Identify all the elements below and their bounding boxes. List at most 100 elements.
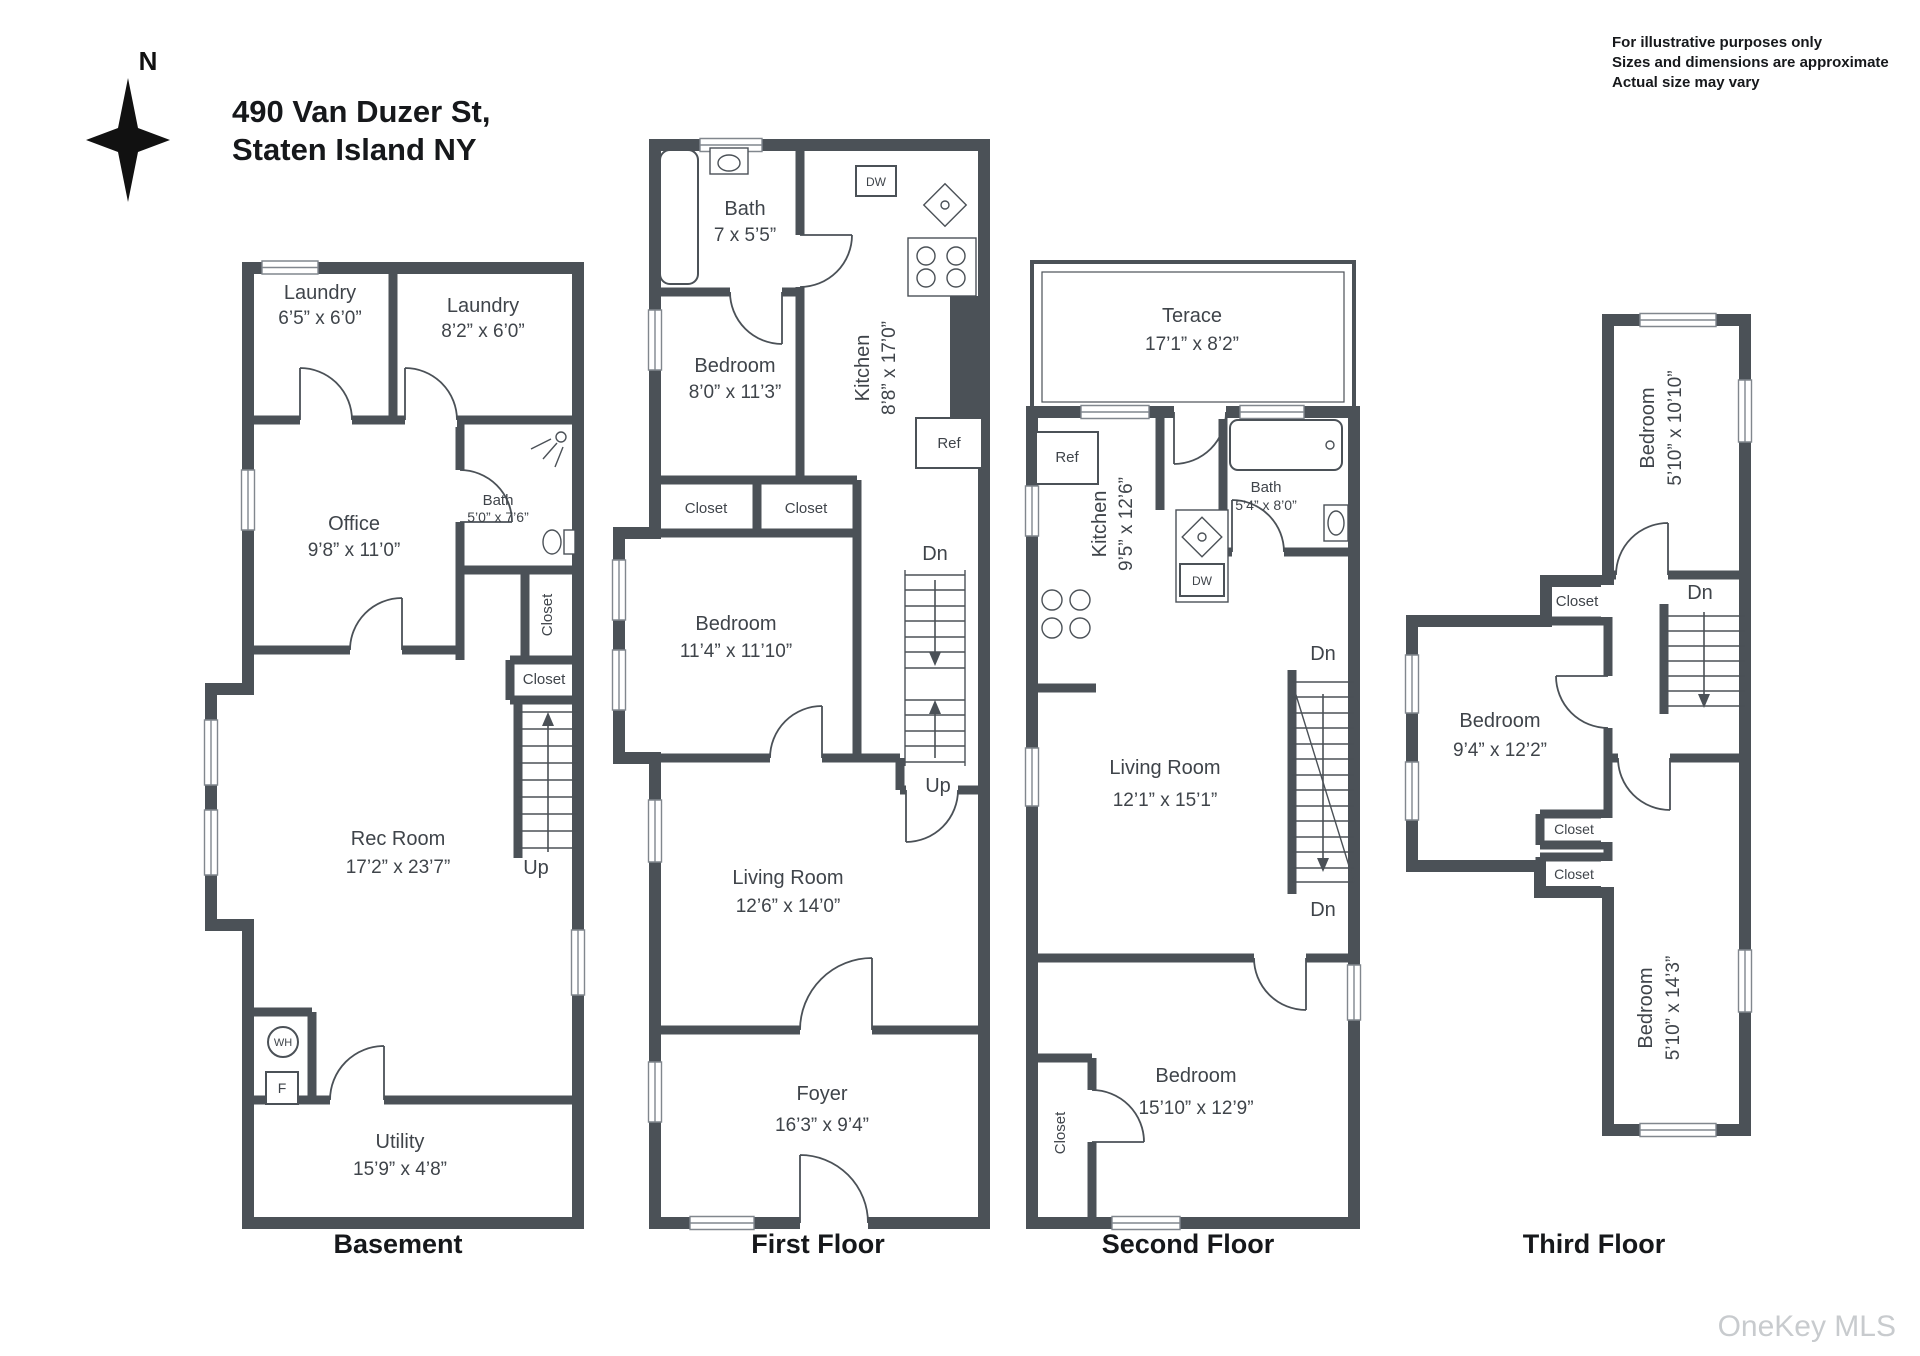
basement-stairs-up-label: Up [523, 857, 549, 879]
bathtub-icon-second [1229, 419, 1343, 471]
basement-outer-walls [205, 262, 584, 1229]
room-dims-foyer: 16’3” x 9’4” [775, 1115, 869, 1136]
shower-spray-icon [530, 438, 564, 468]
first-door-arcs [729, 234, 959, 1224]
basement-title: Basement [333, 1229, 462, 1259]
fridge-box-second [1035, 431, 1099, 485]
room-label-basement-closet-side: Closet [539, 593, 556, 636]
stove-burner-icon [1069, 617, 1091, 639]
kitchen-label-group: Kitchen 8’8” x 17’0” [852, 321, 900, 415]
third-window-frames [1404, 312, 1753, 1138]
room-dims-laundry1: 6’5” x 6’0” [278, 308, 361, 329]
water-heater-icon [267, 1026, 299, 1058]
third-stairs-dn-label: Dn [1687, 582, 1713, 604]
room-label-first-bath: Bath [724, 198, 765, 220]
stove-burner-icon [946, 268, 966, 288]
room-label-second-bath: Bath [1251, 479, 1282, 496]
fridge-label: Ref [937, 435, 961, 452]
first-floor-title: First Floor [751, 1229, 885, 1259]
shower-head-icon [555, 431, 567, 443]
floor-third: Bedroom 5’10” x 10’10” Closet Dn Bedroom… [1404, 312, 1753, 1259]
room-label-basement-closet-small: Closet [523, 671, 566, 688]
room-dims-first-bedroom2: 11’4” x 11’10” [680, 641, 792, 662]
disclaimer-line-3: Actual size may vary [1612, 74, 1760, 91]
second-stairs-dn-lower-label: Dn [1310, 899, 1336, 921]
second-kitchen-label-group: Kitchen 9’5” x 12’6” [1089, 477, 1137, 571]
compass-star-icon [86, 78, 170, 202]
stove-icon [907, 237, 977, 297]
room-label-second-living: Living Room [1109, 757, 1220, 779]
first-stair-up-arrowhead [929, 700, 941, 714]
stove-burner-icon [1041, 617, 1063, 639]
floor-basement: WH F Laundry 6’5” x 6’0” Laundry 8’2” x … [203, 260, 586, 1259]
stove-burner-icon [946, 246, 966, 266]
floor-second: Ref DW Terace 17’1” x 8’2” Kitchen 9’5” … [1024, 260, 1362, 1259]
stove-burner-icon [916, 268, 936, 288]
toilet-bowl-icon [542, 529, 562, 555]
stove-burner-icon [1041, 589, 1063, 611]
room-label-first-closet2: Closet [785, 500, 828, 517]
room-label-third-bedroom1: Bedroom [1637, 387, 1659, 468]
room-dims-basement-bath: 5’0” x 7’6” [467, 509, 529, 525]
first-window-frames [611, 137, 763, 1231]
room-dims-terrace: 17’1” x 8’2” [1145, 334, 1239, 355]
third-window-lines [1411, 319, 1746, 1131]
room-label-third-bedroom3: Bedroom [1635, 967, 1657, 1048]
room-dims-rec-room: 17’2” x 23’7” [346, 857, 451, 878]
disclaimer-line-1: For illustrative purposes only [1612, 34, 1823, 51]
third-door-gaps [1601, 568, 1670, 887]
floor-first: DW Ref Bath 7 x 5’5” Bedroom 8’0” x 11’3… [611, 137, 990, 1259]
address-line-1: 490 Van Duzer St, [232, 94, 490, 129]
room-label-first-kitchen: Kitchen [852, 335, 874, 402]
room-label-third-closet3: Closet [1554, 866, 1594, 882]
room-label-first-living: Living Room [732, 867, 843, 889]
room-dims-second-kitchen: 9’5” x 12’6” [1116, 477, 1137, 571]
room-label-basement-bath: Bath [483, 492, 514, 509]
fridge-label-second: Ref [1055, 449, 1079, 466]
stove-burner-icon [916, 246, 936, 266]
terrace-outline [1030, 260, 1356, 414]
room-label-first-bedroom1: Bedroom [694, 355, 775, 377]
room-dims-third-bedroom2: 9’4” x 12’2” [1453, 740, 1547, 761]
kitchen-sink-drain-icon [940, 200, 950, 210]
basement-door-arcs [299, 367, 513, 1101]
room-dims-third-bedroom3: 5’10” x 14’3” [1663, 956, 1684, 1061]
room-label-foyer: Foyer [796, 1083, 847, 1105]
room-label-third-closet1: Closet [1556, 593, 1599, 610]
room-label-second-bedroom: Bedroom [1155, 1065, 1236, 1087]
second-stairs-dn-upper-label: Dn [1310, 643, 1336, 665]
first-stair-down-arrowhead [929, 652, 941, 666]
third-interior-walls [1535, 570, 1745, 892]
room-dims-second-bath: 5’4” x 8’0” [1235, 497, 1297, 513]
dishwasher-label: DW [866, 175, 887, 189]
disclaimer: For illustrative purposes only Sizes and… [1612, 34, 1889, 91]
room-label-utility: Utility [376, 1131, 425, 1153]
third-floor-title: Third Floor [1523, 1229, 1666, 1259]
bath-sink-basin-icon-second [1327, 510, 1345, 536]
furnace-label: F [278, 1080, 287, 1096]
furnace-icon [265, 1071, 299, 1105]
kitchen-counter [950, 296, 984, 418]
room-label-office: Office [328, 513, 380, 535]
bath-sink-basin-icon [717, 154, 741, 172]
room-dims-third-bedroom1: 5’10” x 10’10” [1665, 370, 1686, 485]
basement-window-lines [210, 266, 579, 995]
kitchen-sink-drain-icon-second [1197, 532, 1207, 542]
dishwasher-box-second [1179, 563, 1225, 597]
third-stair-arrowhead [1698, 694, 1710, 708]
third-door-arcs [1555, 522, 1671, 811]
fridge-box [915, 417, 983, 469]
watermark: OneKey MLS [1718, 1310, 1896, 1343]
room-dims-office: 9’8” x 11’0” [308, 540, 401, 561]
room-label-second-closet: Closet [1052, 1111, 1069, 1154]
third-bedroom1-label-group: Bedroom 5’10” x 10’10” [1637, 370, 1686, 485]
room-label-terrace: Terace [1162, 305, 1222, 327]
water-heater-label: WH [274, 1037, 292, 1049]
room-label-laundry2: Laundry [447, 295, 519, 317]
compass-north-label: N [139, 46, 158, 76]
first-door-gaps [730, 235, 958, 1230]
third-bedroom3-label-group: Bedroom 5’10” x 14’3” [1635, 956, 1684, 1061]
address-line-2: Staten Island NY [232, 132, 477, 167]
